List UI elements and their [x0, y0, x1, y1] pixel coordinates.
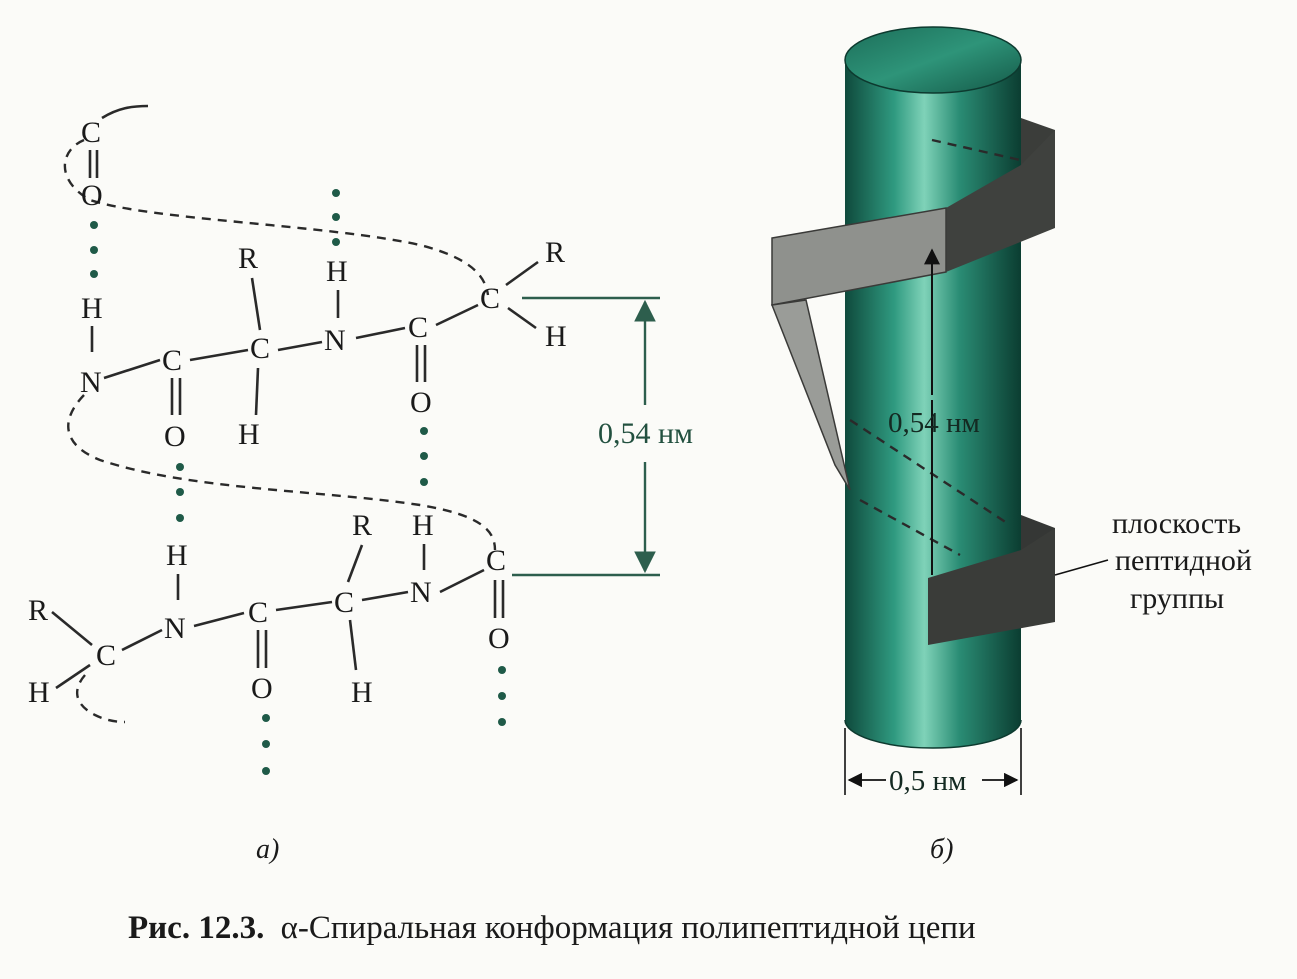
hbond-dot	[420, 478, 428, 486]
hbond-dot	[90, 246, 98, 254]
atom-h-left: H	[81, 292, 103, 325]
atom-n-amide4: N	[410, 576, 432, 609]
hbond-dot	[90, 221, 98, 229]
bond-top-tail	[101, 104, 149, 120]
plane-label-line-2: пептидной	[1115, 544, 1252, 577]
atom-c-carbonyl3: C	[248, 596, 268, 629]
atom-h-amide4: H	[412, 509, 434, 542]
helix-backbone-bottom	[75, 674, 126, 724]
hbond-dot	[498, 718, 506, 726]
hbond-dot	[332, 189, 340, 197]
hbond-dot	[420, 452, 428, 460]
atom-c-top: C	[81, 116, 101, 149]
hbond-dot	[262, 714, 270, 722]
bond-c1-calpha1	[189, 348, 249, 362]
atom-n-left: N	[80, 366, 102, 399]
plane-upper-left-light	[771, 207, 947, 306]
atom-r-alpha3: R	[352, 509, 372, 542]
atom-o-carbonyl3: O	[251, 672, 273, 705]
bond-r-calpha3	[346, 544, 364, 583]
bond-r-calpha1	[250, 277, 262, 331]
helix-backbone-top	[63, 138, 490, 296]
bond-n4-c4	[439, 568, 485, 594]
pitch-label-a: 0,54 нм	[598, 417, 693, 450]
bond-n2-c2	[355, 326, 406, 340]
caption-text: α-Спиральная конформация полипептидной ц…	[281, 910, 976, 946]
atom-o-carbonyl4: O	[488, 622, 510, 655]
atom-c-carbonyl2: C	[408, 311, 428, 344]
bond-c3-calpha3	[275, 600, 333, 612]
hbond-dot	[176, 488, 184, 496]
hbond-dot	[420, 427, 428, 435]
cylinder-top	[844, 26, 1022, 94]
bond-n3-c3	[193, 611, 245, 628]
panel-a-structure: C O H N C O R C H H N C	[28, 104, 693, 865]
panel-b-cylinder-model: 0,54 нм 0,5 нм плоскость пептидной групп…	[770, 26, 1252, 865]
bond-n-c1	[103, 358, 161, 380]
pitch-label-b: 0,54 нм	[888, 407, 980, 439]
plane-label-line-1: плоскость	[1112, 507, 1241, 540]
plane-lower-front	[928, 528, 1055, 645]
plane-label-line-3: группы	[1130, 582, 1224, 615]
plane-side-strip	[770, 299, 851, 491]
atom-h-amide2: H	[326, 255, 348, 288]
panel-label-b: б)	[930, 834, 953, 865]
bond-c-n3	[121, 628, 163, 652]
panel-label-a: а)	[256, 834, 279, 865]
bond-c2-calpha2	[435, 303, 479, 327]
bond-r-c-bottom-left	[51, 610, 93, 647]
hbond-dot	[332, 238, 340, 246]
atom-c-carbonyl1: C	[162, 344, 182, 377]
caption-number: Рис. 12.3.	[128, 910, 264, 946]
bond-calpha1-h	[254, 367, 260, 416]
helix-backbone-middle	[67, 394, 497, 551]
hbond-dot	[176, 463, 184, 471]
bond-calpha3-n4	[361, 590, 409, 602]
atom-c-alpha1: C	[250, 332, 270, 365]
atom-n-amide2: N	[324, 324, 346, 357]
atom-c-carbonyl4: C	[486, 544, 506, 577]
atom-o-top: O	[81, 179, 103, 212]
hbond-dot	[90, 270, 98, 278]
atom-r-alpha2: R	[545, 236, 565, 269]
atom-h-alpha2: H	[545, 320, 567, 353]
atom-r-alpha1: R	[238, 242, 258, 275]
atom-o-carbonyl1: O	[164, 420, 186, 453]
bond-calpha1-n2	[277, 340, 323, 352]
bond-calpha3-h	[348, 619, 358, 671]
atom-h-bottom-left: H	[28, 676, 50, 709]
atom-o-carbonyl2: O	[410, 386, 432, 419]
bond-calpha2-h	[507, 306, 537, 330]
figure-caption: Рис. 12.3. α-Спиральная конформация поли…	[128, 910, 976, 946]
atom-r-bottom-left: R	[28, 594, 48, 627]
atom-h-amide3: H	[166, 539, 188, 572]
cylinder-bottom-edge	[844, 719, 1022, 749]
atom-c-alpha2: C	[480, 282, 500, 315]
plane-label-leader	[1054, 559, 1109, 576]
hbond-dot	[176, 514, 184, 522]
hbond-dot	[498, 692, 506, 700]
plane-upper-front-dark	[946, 130, 1055, 272]
bond-calpha2-r	[505, 260, 539, 287]
hbond-dot	[262, 740, 270, 748]
atom-c-bottom-left: C	[96, 639, 116, 672]
diameter-label: 0,5 нм	[889, 765, 966, 797]
atom-n-amide3: N	[164, 612, 186, 645]
hbond-dot	[332, 213, 340, 221]
bond-c-h-bottom-left	[55, 663, 91, 690]
hbond-dot	[498, 666, 506, 674]
atom-h-alpha3: H	[351, 676, 373, 709]
hbond-dot	[262, 767, 270, 775]
atom-c-alpha3: C	[334, 586, 354, 619]
hidden-edge	[859, 498, 961, 557]
atom-h-alpha1: H	[238, 418, 260, 451]
